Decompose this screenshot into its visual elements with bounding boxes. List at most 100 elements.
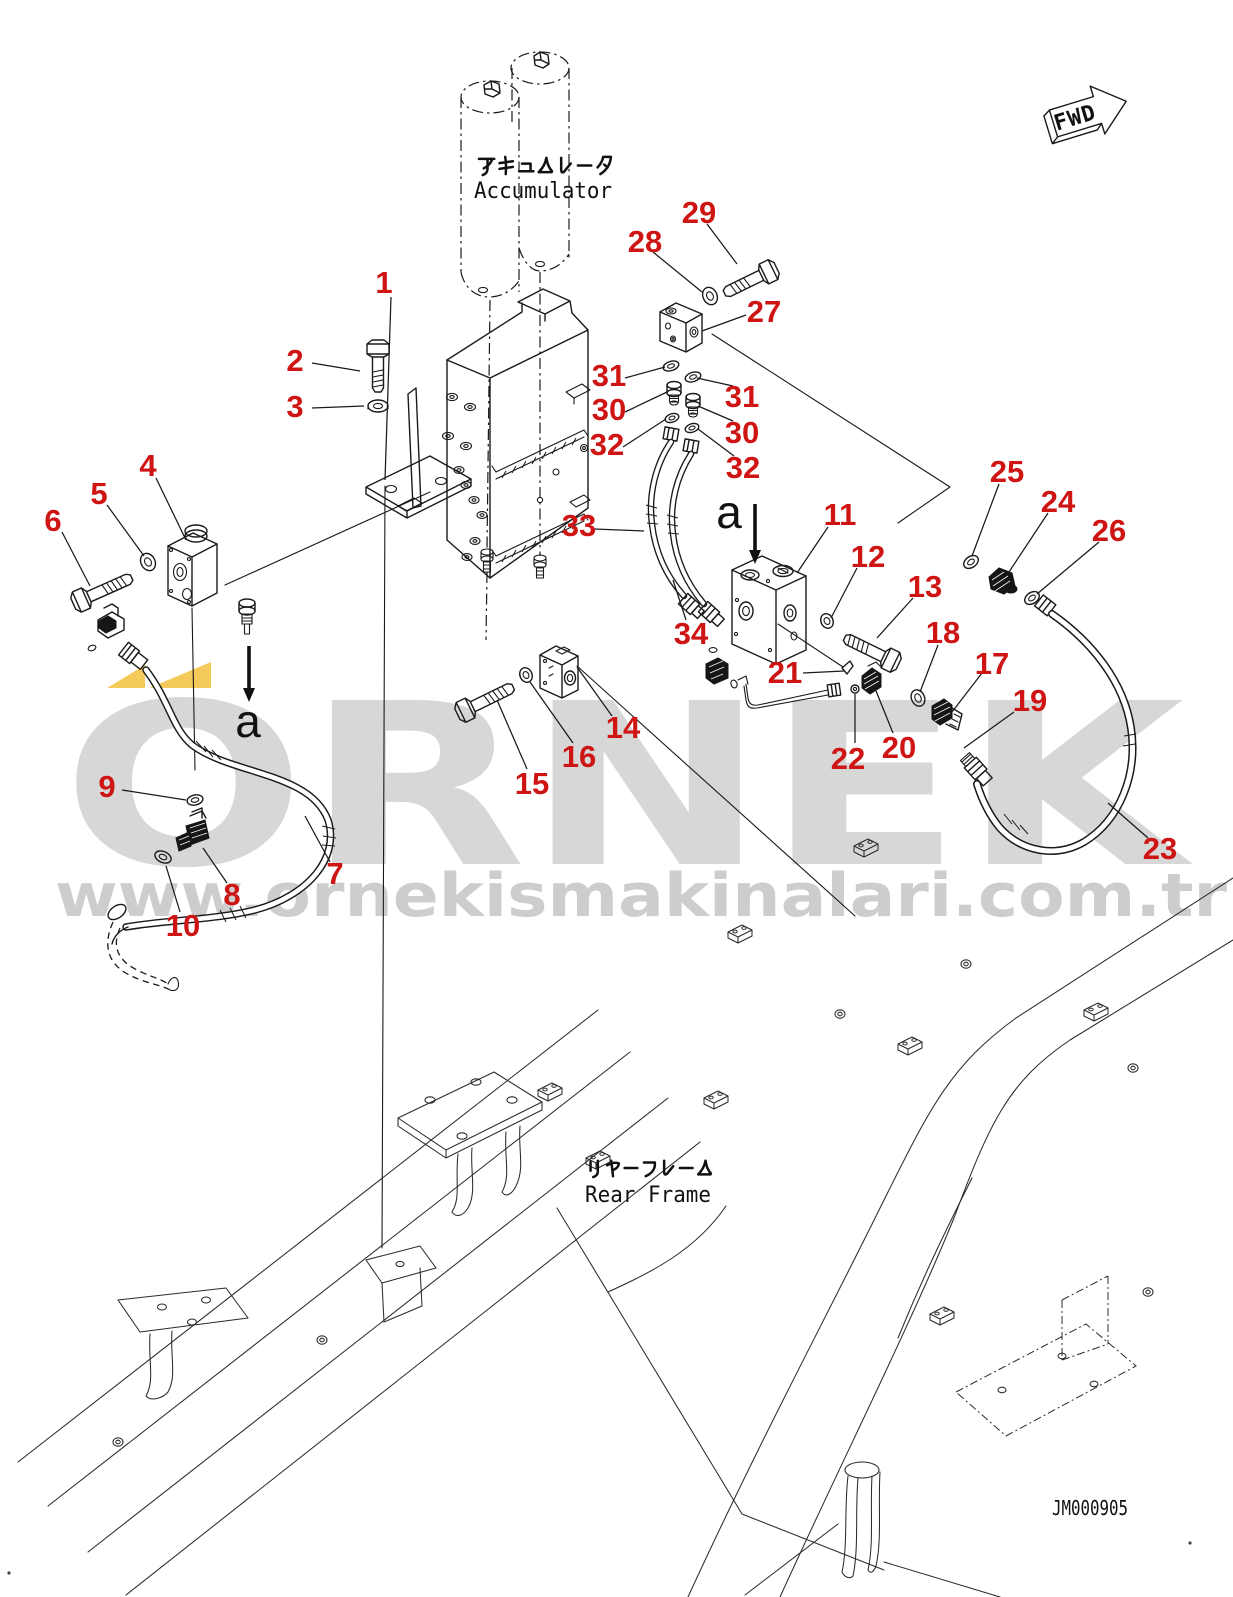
- fitting-30-right: [685, 392, 701, 418]
- callout-4: 4: [139, 448, 157, 483]
- callout-leader-26: [1036, 541, 1100, 595]
- frame-clip: [703, 1090, 729, 1110]
- callout-leader-32-right: [697, 428, 735, 457]
- frame-nut: [1127, 1063, 1139, 1073]
- callout-13: 13: [908, 569, 942, 604]
- o-ring-10: [154, 850, 172, 864]
- frame-nut: [112, 1437, 124, 1447]
- accumulator-label-ja: [477, 155, 613, 177]
- callout-31-left: 31: [592, 358, 626, 393]
- callout-34: 34: [674, 616, 709, 651]
- callout-10: 10: [166, 908, 200, 943]
- callout-17: 17: [975, 646, 1009, 681]
- valve-block-11-assembly: [705, 554, 1137, 855]
- washer-28: [701, 286, 719, 306]
- bracket-fitting: [533, 554, 547, 579]
- bracket-drawing: [365, 288, 591, 579]
- callout-1: 1: [375, 265, 392, 300]
- bolt-2: [366, 339, 390, 393]
- junction-block-27: [659, 302, 703, 353]
- kana-glyph: [537, 156, 554, 174]
- callout-leader-21: [802, 670, 845, 674]
- watermark-triangle-icon: [149, 662, 211, 688]
- callout-leader-13: [876, 597, 914, 639]
- route-arrowhead-icon: [749, 550, 761, 564]
- callout-leader-18: [919, 644, 939, 693]
- kana-glyph: [589, 1159, 600, 1179]
- callout-leader-24: [1006, 512, 1049, 576]
- frame-nut: [316, 1335, 328, 1345]
- page-dot: [1188, 1541, 1192, 1545]
- fitting-30-left: [666, 380, 682, 406]
- bolt-15: [454, 683, 516, 723]
- callout-leader-31-right: [696, 377, 734, 387]
- callout-leader-23: [1107, 802, 1149, 839]
- kana-glyph: [498, 155, 515, 176]
- kana-glyph: [517, 162, 535, 173]
- callout-30-right: 30: [725, 415, 759, 450]
- callout-2: 2: [286, 343, 303, 378]
- washer-5: [139, 552, 157, 572]
- kana-glyph: [696, 1159, 713, 1176]
- callout-leader-1: [384, 296, 392, 481]
- o-ring-25: [963, 554, 979, 570]
- callout-15: 15: [515, 766, 549, 801]
- o-ring-31-left: [662, 360, 680, 372]
- o-ring-32-right: [684, 422, 700, 434]
- callout-3: 3: [286, 389, 303, 424]
- watermark-triangle-icon: [107, 665, 145, 688]
- kana-glyph: [559, 156, 572, 174]
- callout-9: 9: [98, 769, 115, 804]
- route-label-left: a: [235, 695, 261, 747]
- callout-8: 8: [223, 877, 240, 912]
- callout-leader-20: [875, 690, 894, 734]
- accumulator-drawing: [460, 51, 570, 298]
- reference-lines: [191, 272, 951, 1249]
- bracket-ports: [441, 392, 488, 561]
- callout-leader-2: [311, 362, 361, 372]
- callout-32-left: 32: [590, 427, 624, 462]
- callout-leader-17: [951, 672, 983, 713]
- callout-leader-30-right: [697, 405, 734, 422]
- fitting-20: [861, 661, 882, 695]
- pipe-21-assembly: [737, 675, 842, 709]
- callout-22: 22: [831, 741, 865, 776]
- washer-3: [367, 399, 389, 413]
- frame-nut: [834, 1009, 846, 1019]
- o-ring-9: [186, 794, 204, 806]
- callout-29: 29: [682, 195, 716, 230]
- callout-12: 12: [851, 539, 885, 574]
- washer-16: [519, 667, 533, 683]
- frame-nut: [1142, 1287, 1154, 1297]
- kana-glyph: [605, 1159, 621, 1178]
- o-ring-32-left: [664, 412, 680, 424]
- hose-33: [645, 426, 705, 620]
- frame-clip: [585, 1150, 611, 1170]
- stiffener-hatch: [501, 437, 577, 479]
- rear-frame-label-en: Rear Frame: [585, 1183, 711, 1208]
- hose-34: [666, 438, 725, 628]
- kana-glyph: [662, 1159, 675, 1176]
- bolt-6: [70, 573, 134, 613]
- fitting-17: [931, 698, 963, 731]
- hose-coupling-19: [959, 752, 993, 787]
- page-dot: [7, 1571, 11, 1575]
- frame-clip: [537, 1082, 563, 1102]
- frame-nut: [960, 959, 972, 969]
- o-ring-18: [910, 689, 926, 707]
- frame-clip: [853, 838, 879, 858]
- callout-leader-6: [61, 531, 91, 587]
- route-label-right: a: [716, 486, 742, 538]
- fwd-arrow: FWD: [1043, 85, 1127, 145]
- callout-25: 25: [990, 454, 1024, 489]
- frame-clip: [1083, 1002, 1109, 1022]
- callout-20: 20: [882, 730, 916, 765]
- callout-23: 23: [1143, 831, 1177, 866]
- callout-leader-7: [304, 815, 331, 863]
- elbow-fitting-icon: [87, 603, 125, 652]
- junction-block-27-assembly: [645, 259, 780, 628]
- callout-leader-12: [830, 567, 858, 619]
- callout-14: 14: [606, 710, 641, 745]
- valve-block-4: [167, 524, 218, 607]
